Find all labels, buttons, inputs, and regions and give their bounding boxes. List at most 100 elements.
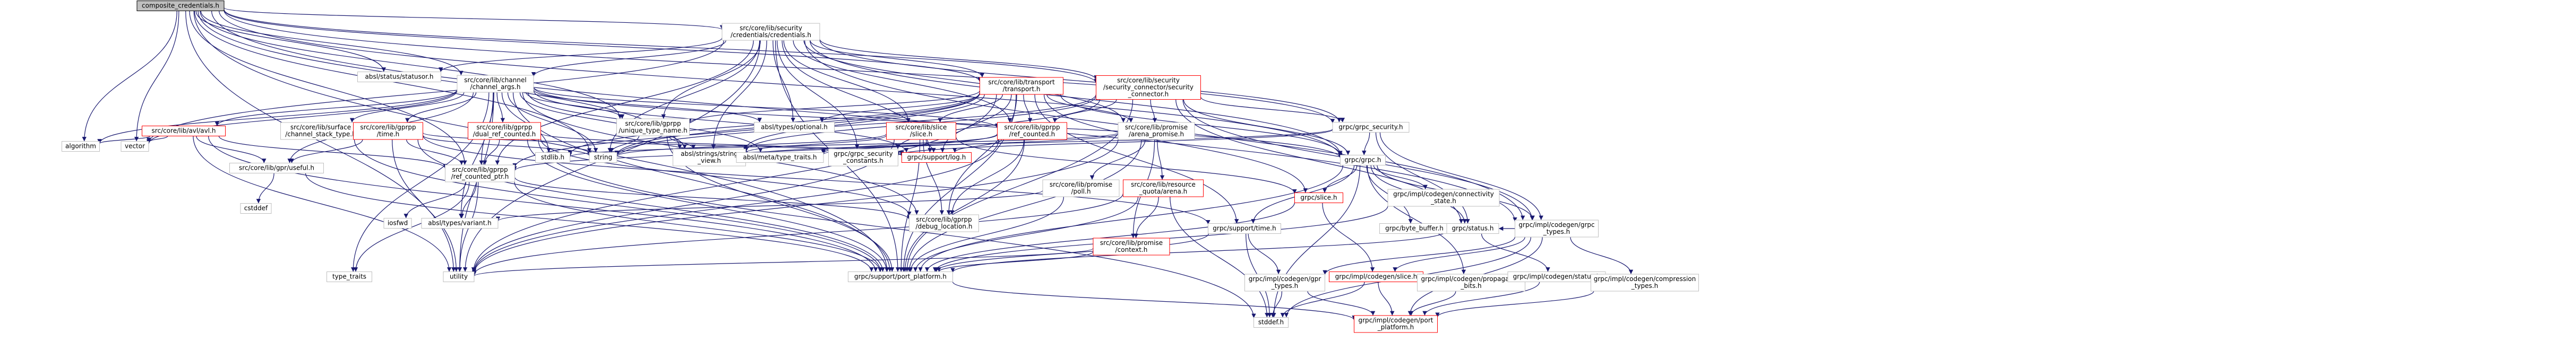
graph-node-useful[interactable]: src/core/lib/gpr/useful.h bbox=[229, 163, 324, 173]
edge-gprpp-time-to-support-time bbox=[422, 135, 1210, 225]
graph-node-channel-args[interactable]: src/core/lib/channel/channel_args.h bbox=[457, 75, 534, 93]
graph-node-support-log[interactable]: grpc/support/log.h bbox=[901, 152, 972, 163]
node-label: /channel_stack_type.h bbox=[285, 130, 356, 138]
node-label: _platform.h bbox=[1377, 323, 1414, 331]
graph-node-status-statusor[interactable]: absl/status/statusor.h bbox=[357, 72, 441, 82]
edge-status-h-to-port-platform bbox=[950, 230, 1447, 273]
graph-node-compression-types[interactable]: grpc/impl/codegen/compression_types.h bbox=[1591, 274, 1699, 292]
graph-node-ref-counted[interactable]: src/core/lib/gprpp/ref_counted.h bbox=[997, 122, 1067, 140]
graph-node-codegen-grpc-types[interactable]: grpc/impl/codegen/grpc_types.h bbox=[1515, 220, 1599, 238]
node-label: src/core/lib/gprpp bbox=[476, 124, 532, 131]
node-label: composite_credentials.h bbox=[142, 2, 219, 10]
edge-codegen-slice-to-codegen-port-platform bbox=[1378, 282, 1395, 316]
node-box bbox=[589, 152, 617, 163]
node-label: grpc/impl/codegen/status.h bbox=[1513, 273, 1601, 281]
graph-node-propagation-bits[interactable]: grpc/impl/codegen/propagation_bits.h bbox=[1417, 274, 1525, 292]
graph-node-grpc-slice[interactable]: grpc/slice.h bbox=[1294, 192, 1343, 203]
graph-node-optional[interactable]: absl/types/optional.h bbox=[754, 122, 835, 133]
graph-node-codegen-port-platform[interactable]: grpc/impl/codegen/port_platform.h bbox=[1354, 315, 1438, 333]
graph-node-type-traits[interactable]: type_traits bbox=[327, 272, 372, 282]
node-label: /dual_ref_counted.h bbox=[473, 130, 536, 138]
edge-codegen-grpc-types-to-codegen-gpr-types bbox=[1323, 237, 1516, 275]
node-label: src/core/lib/security bbox=[1117, 77, 1180, 84]
graph-node-avl[interactable]: src/core/lib/avl/avl.h bbox=[142, 126, 226, 136]
graph-node-type-traits-absl[interactable]: absl/meta/type_traits.h bbox=[736, 152, 824, 163]
graph-node-stddef[interactable]: stddef.h bbox=[1253, 317, 1289, 328]
edge-credentials-to-unique-type-name bbox=[661, 40, 761, 119]
node-label: src/core/lib/gprpp bbox=[360, 124, 416, 131]
edge-gprpp-time-to-string bbox=[422, 135, 592, 156]
graph-node-support-time[interactable]: grpc/support/time.h bbox=[1208, 223, 1281, 234]
graph-node-algorithm[interactable]: algorithm bbox=[62, 141, 100, 152]
graph-node-connectivity-state[interactable]: grpc/impl/codegen/connectivity_state.h bbox=[1387, 189, 1500, 207]
node-box bbox=[1208, 223, 1281, 234]
graph-node-poll[interactable]: src/core/lib/promise/poll.h bbox=[1042, 179, 1120, 197]
node-box bbox=[1387, 189, 1500, 207]
edge-transport-to-unique-type-name bbox=[687, 90, 981, 124]
node-label: type_traits bbox=[332, 273, 366, 281]
edge-channel-args-to-channel-stack-type bbox=[349, 92, 465, 123]
graph-node-grpc-h[interactable]: grpc/grpc.h bbox=[1340, 155, 1386, 165]
edge-grpc-security-to-grpc-h bbox=[1362, 132, 1370, 155]
node-box bbox=[754, 122, 835, 133]
edge-useful-to-port-platform bbox=[305, 173, 874, 272]
graph-node-debug-location[interactable]: src/core/lib/gprpp/debug_location.h bbox=[909, 214, 979, 232]
graph-node-cstddef[interactable]: cstddef bbox=[240, 203, 272, 214]
graph-node-codegen-gpr-types[interactable]: grpc/impl/codegen/gpr_types.h bbox=[1244, 274, 1325, 292]
graph-node-promise-context[interactable]: src/core/lib/promise/context.h bbox=[1093, 238, 1170, 256]
graph-node-unique-type-name[interactable]: src/core/lib/gprpp/unique_type_name.h bbox=[616, 118, 690, 136]
edge-grpc-security-to-string-view bbox=[743, 128, 1333, 156]
graph-node-status-h[interactable]: grpc/status.h bbox=[1446, 223, 1499, 234]
edge-slice-to-support-log bbox=[925, 139, 936, 153]
graph-node-vector[interactable]: vector bbox=[121, 141, 149, 152]
graph-node-codegen-slice[interactable]: grpc/impl/codegen/slice.h bbox=[1329, 272, 1423, 282]
node-label: vector bbox=[125, 143, 145, 150]
edge-root-to-channel-args bbox=[200, 11, 463, 76]
graph-node-dual-ref-counted[interactable]: src/core/lib/gprpp/dual_ref_counted.h bbox=[468, 122, 541, 140]
graph-node-ref-counted-ptr[interactable]: src/core/lib/gprpp/ref_counted_ptr.h bbox=[445, 164, 515, 182]
node-label: src/core/lib/channel bbox=[464, 76, 526, 84]
edge-ref-counted-ptr-to-variant bbox=[459, 181, 477, 218]
node-box bbox=[1093, 238, 1170, 256]
node-label: grpc/grpc.h bbox=[1345, 156, 1381, 164]
edge-grpc-h-to-connectivity-state bbox=[1373, 165, 1428, 190]
graph-node-string[interactable]: string bbox=[589, 152, 617, 163]
graph-node-root[interactable]: composite_credentials.h bbox=[136, 1, 225, 11]
node-box bbox=[1118, 122, 1195, 140]
node-label: absl/meta/type_traits.h bbox=[743, 154, 817, 161]
graph-node-channel-stack-type[interactable]: src/core/lib/surface/channel_stack_type.… bbox=[280, 122, 361, 140]
edge-credentials-to-ref-counted bbox=[793, 40, 1012, 123]
graph-node-slice[interactable]: src/core/lib/slice/slice.h bbox=[886, 122, 956, 140]
node-label: /arena_promise.h bbox=[1129, 130, 1184, 138]
graph-node-credentials[interactable]: src/core/lib/security/credentials/creden… bbox=[722, 23, 820, 41]
edge-arena-promise-to-stdlib bbox=[568, 132, 1119, 157]
node-label: /security_connector/security bbox=[1103, 84, 1193, 91]
graph-node-grpc-security[interactable]: grpc/grpc_security.h bbox=[1332, 122, 1410, 133]
graph-node-security-connector[interactable]: src/core/lib/security/security_connector… bbox=[1096, 75, 1201, 100]
graph-node-arena-promise[interactable]: src/core/lib/promise/arena_promise.h bbox=[1118, 122, 1195, 140]
graph-node-codegen-status[interactable]: grpc/impl/codegen/status.h bbox=[1507, 272, 1606, 282]
graph-node-stdlib[interactable]: stdlib.h bbox=[535, 152, 570, 163]
edge-codegen-grpc-types-to-compression-types bbox=[1570, 237, 1634, 275]
node-label: src/core/lib/resource bbox=[1131, 181, 1196, 188]
graph-node-string-view[interactable]: absl/strings/string_view.h bbox=[673, 148, 746, 167]
node-label: /ref_counted_ptr.h bbox=[451, 173, 509, 180]
graph-node-iosfwd[interactable]: iosfwd bbox=[383, 218, 412, 229]
graph-node-resource-quota-arena[interactable]: src/core/lib/resource_quota/arena.h bbox=[1123, 179, 1204, 197]
graph-node-utility[interactable]: utility bbox=[443, 272, 475, 282]
graph-node-transport[interactable]: src/core/lib/transport/transport.h bbox=[980, 77, 1063, 95]
edge-grpc-h-to-grpc-slice bbox=[1322, 165, 1358, 193]
edge-poll-to-port-platform bbox=[908, 196, 1064, 272]
node-label: grpc/support/time.h bbox=[1213, 225, 1276, 232]
node-label: stdlib.h bbox=[541, 154, 564, 161]
graph-node-variant[interactable]: absl/types/variant.h bbox=[421, 218, 499, 229]
node-box bbox=[909, 214, 979, 232]
node-label: /channel_args.h bbox=[470, 83, 521, 91]
graph-node-byte-buffer[interactable]: grpc/byte_buffer.h bbox=[1379, 223, 1449, 234]
graph-node-grpc-security-constants[interactable]: grpc/grpc_security_constants.h bbox=[828, 148, 898, 167]
edge-dual-ref-counted-to-stddef bbox=[538, 139, 1256, 318]
graph-node-gprpp-time[interactable]: src/core/lib/gprpp/time.h bbox=[353, 122, 423, 140]
node-label: /debug_location.h bbox=[916, 223, 973, 230]
edge-security-connector-to-ref-counted bbox=[1052, 99, 1117, 123]
graph-node-port-platform[interactable]: grpc/support/port_platform.h bbox=[848, 272, 953, 282]
